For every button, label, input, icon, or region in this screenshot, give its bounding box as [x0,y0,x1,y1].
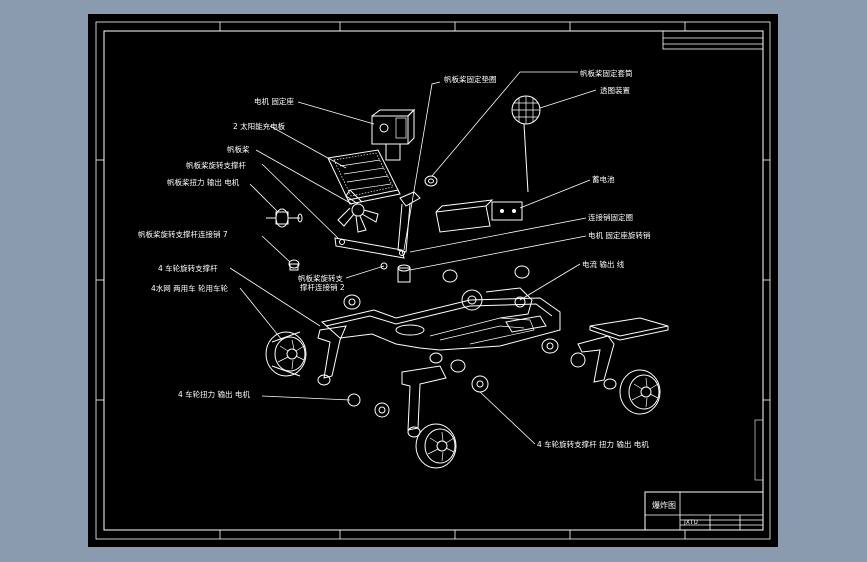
wheel-motors-middle [347,359,489,418]
callout-labels: 电机 固定座 2 太阳能充电板 帆板桨 帆板桨旋转支撑杆 帆板桨扭力 输出 电机… [138,68,651,449]
motor-base-part [371,108,416,161]
arm-motor-part [266,208,303,228]
label-arm-link2-b: 撑杆连接销 2 [300,282,345,292]
wheel-right-part [541,335,661,415]
label-mast-fix-seat: 帆板桨固定套筒 [580,68,633,78]
label-arm-pin: 帆板桨旋转支撑杆连接销 7 [138,229,228,239]
label-wheel: 4水网 两用车 轮用车轮 [151,283,229,293]
label-arm-motor: 帆板桨扭力 输出 电机 [167,177,240,187]
drawing-code: JXTU [683,519,698,526]
label-arm-link2-a: 帆板桨旋转支 [298,273,343,283]
wheel-link-left-part [317,294,361,386]
label-arm-fix-pad: 帆板桨固定垫圈 [444,74,497,84]
sensor-part [511,95,541,193]
label-power-cable: 电流 输出 线 [582,259,625,269]
label-arm: 帆板桨 [227,144,250,154]
label-wheel-motor: 4 车轮扭力 输出 电机 [178,389,250,399]
label-battery: 蓄电池 [592,174,615,184]
wheel-center-part [401,352,457,469]
pin-parts [380,262,530,283]
title-block: 爆炸图 JXTU [644,491,764,531]
arm-washer-part [424,175,438,187]
label-wheel-link-motor: 4 车轮旋转支撑杆 扭力 输出 电机 [537,439,649,449]
wheel-left-part [265,331,307,377]
drawing-name: 爆炸图 [652,500,676,510]
label-sensor: 透图装置 [600,85,630,95]
arm-pin-part [288,259,300,271]
front-plate-part [589,317,669,341]
solar-panel-part [327,149,401,205]
battery-part [435,199,523,233]
label-motor-base: 电机 固定座 [254,96,294,106]
label-arm-link: 帆板桨旋转支撑杆 [186,160,246,170]
arm-fan-part [337,189,379,233]
drawing-frame [95,21,771,540]
leader-lines [229,71,597,445]
label-motor-base-pin: 电机 固定座旋转销 [588,230,651,240]
label-pin-fix-ring: 连接销固定圈 [588,212,633,222]
chassis-part [320,287,561,351]
label-wheel-link: 4 车轮旋转支撑杆 [158,263,218,273]
label-solar-panel: 2 太阳能充电板 [233,121,286,131]
drawing-canvas [88,14,778,547]
